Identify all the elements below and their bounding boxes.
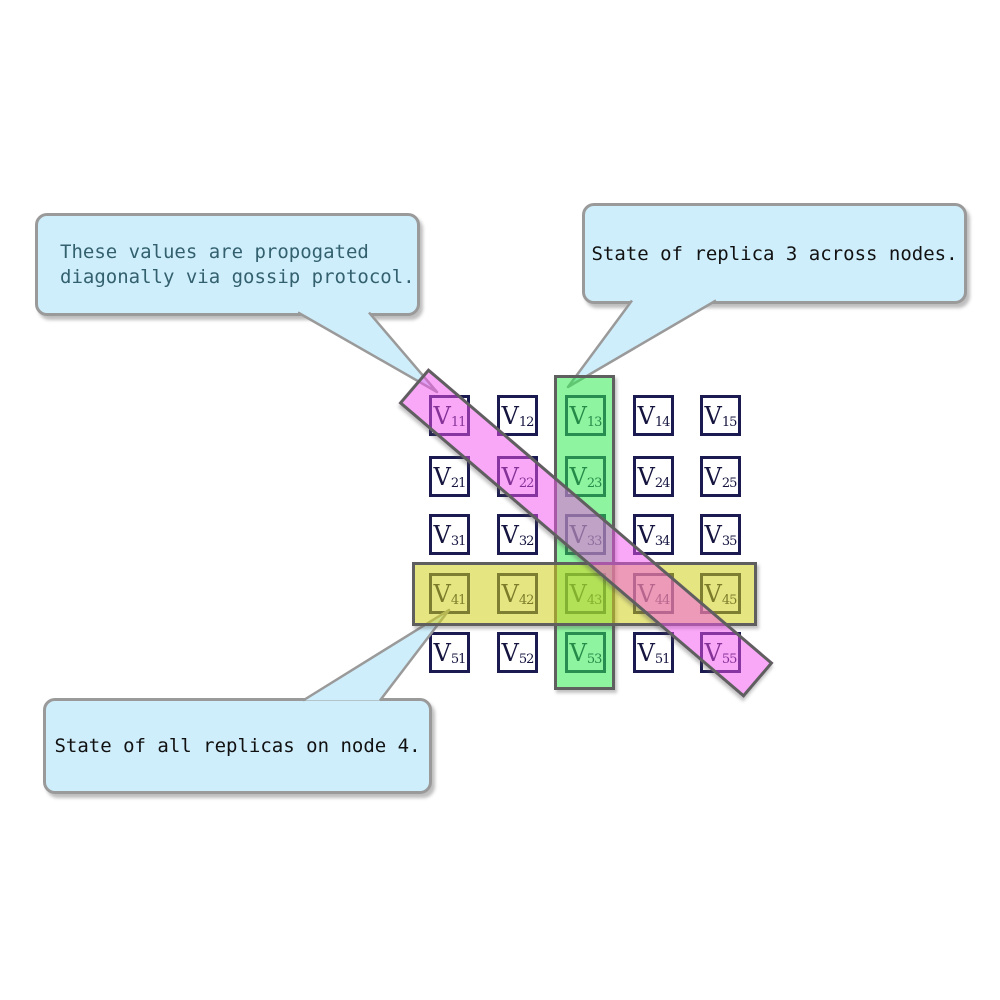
cell-symbol: V [637, 462, 655, 491]
cell-subscript: 21 [450, 476, 467, 491]
callout-node4: State of all replicas on node 4. [43, 698, 432, 794]
cell-symbol: V [637, 520, 655, 549]
cell-symbol: V [433, 462, 451, 491]
callout-gossip-line2: diagonally via gossip protocol. [60, 265, 415, 288]
cell-subscript: 15 [721, 415, 738, 430]
cell-symbol: V [501, 638, 519, 667]
callout-replica3-text: State of replica 3 across nodes. [591, 242, 958, 265]
cell-symbol: V [704, 462, 722, 491]
cell-symbol: V [433, 638, 451, 667]
cell-subscript: 51 [654, 652, 671, 667]
callout-gossip-protocol: These values are propogated diagonally v… [35, 213, 420, 316]
cell-symbol: V [637, 401, 655, 430]
cell-symbol: V [501, 401, 519, 430]
cell-subscript: 52 [518, 652, 535, 667]
leader-gossip-pointer [297, 311, 439, 394]
cell-symbol: V [704, 401, 722, 430]
callout-gossip-line1: These values are propogated [60, 240, 369, 263]
cell-subscript: 35 [721, 534, 738, 549]
callout-replica3: State of replica 3 across nodes. [582, 203, 967, 304]
cell-symbol: V [433, 520, 451, 549]
cell-subscript: 51 [450, 652, 467, 667]
cell-subscript: 31 [450, 534, 467, 549]
cell-subscript: 24 [654, 476, 671, 491]
callout-node4-text: State of all replicas on node 4. [54, 735, 421, 757]
cell-subscript: 12 [518, 415, 535, 430]
cell-symbol: V [501, 520, 519, 549]
cell-symbol: V [704, 520, 722, 549]
cell-symbol: V [637, 638, 655, 667]
cell-subscript: 32 [518, 534, 535, 549]
cell-subscript: 14 [654, 415, 671, 430]
cell-subscript: 34 [654, 534, 671, 549]
cell-subscript: 25 [721, 476, 738, 491]
